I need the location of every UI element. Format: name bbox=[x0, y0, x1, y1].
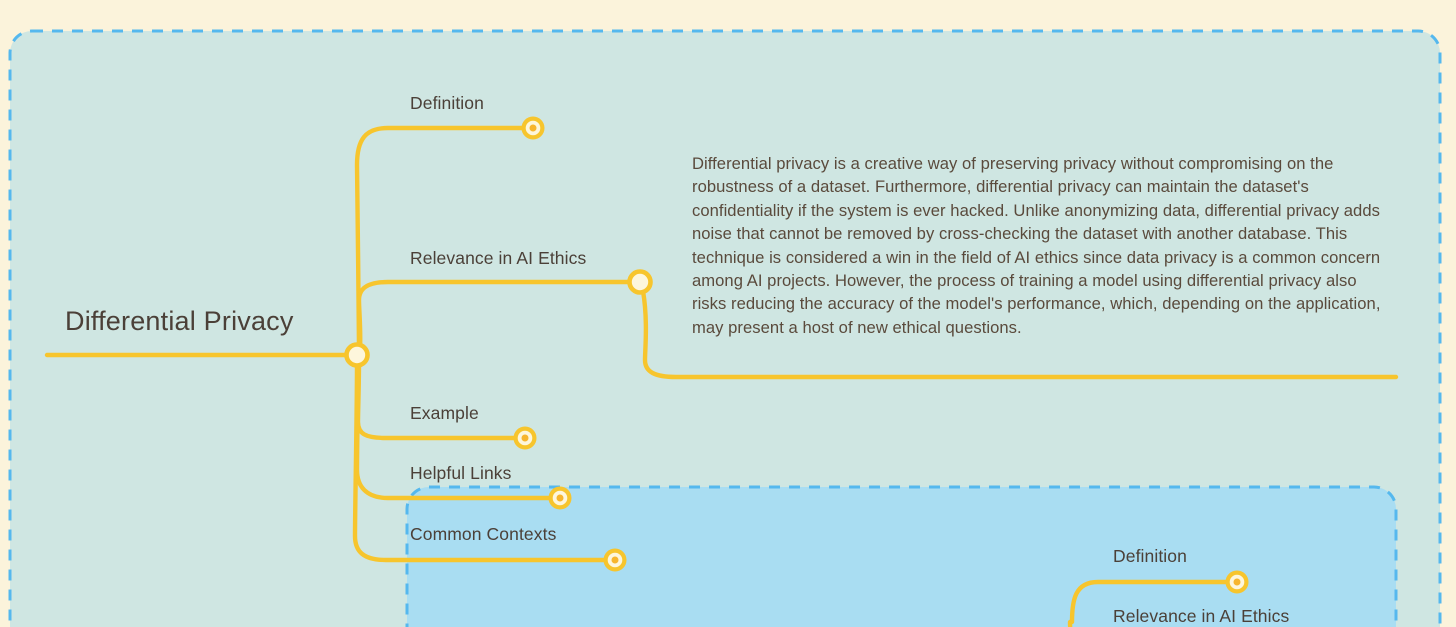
node-relevance-in-ai-ethics[interactable] bbox=[627, 269, 653, 295]
node-example[interactable] bbox=[513, 426, 537, 450]
nested-branch-label-relevance-in-ai-ethics[interactable]: Relevance in AI Ethics bbox=[1113, 606, 1290, 626]
node-common-contexts[interactable] bbox=[603, 548, 627, 572]
node-root-differential-privacy[interactable] bbox=[344, 342, 370, 368]
branch-label-helpful-links[interactable]: Helpful Links bbox=[410, 463, 512, 483]
nested-branch-line-definition bbox=[1069, 579, 1235, 625]
branch-label-definition[interactable]: Definition bbox=[410, 93, 484, 113]
node-definition[interactable] bbox=[521, 116, 545, 140]
nested-branch-label-definition[interactable]: Definition bbox=[1113, 546, 1187, 566]
branch-label-example[interactable]: Example bbox=[410, 403, 479, 423]
detail-body-text: Differential privacy is a creative way o… bbox=[692, 154, 1381, 337]
nested-map-panel[interactable] bbox=[405, 485, 1398, 627]
node-nested-definition[interactable] bbox=[1225, 570, 1249, 594]
branch-line-common-contexts bbox=[352, 359, 613, 563]
root-node-title[interactable]: Differential Privacy bbox=[65, 306, 294, 336]
detail-callout-line bbox=[640, 288, 1399, 380]
branch-line-relevance bbox=[356, 279, 637, 353]
node-helpful-links[interactable] bbox=[548, 486, 572, 510]
branch-label-relevance-in-ai-ethics[interactable]: Relevance in AI Ethics bbox=[410, 248, 587, 268]
outer-map-panel[interactable] bbox=[8, 29, 1442, 627]
branch-label-common-contexts[interactable]: Common Contexts bbox=[410, 524, 557, 544]
